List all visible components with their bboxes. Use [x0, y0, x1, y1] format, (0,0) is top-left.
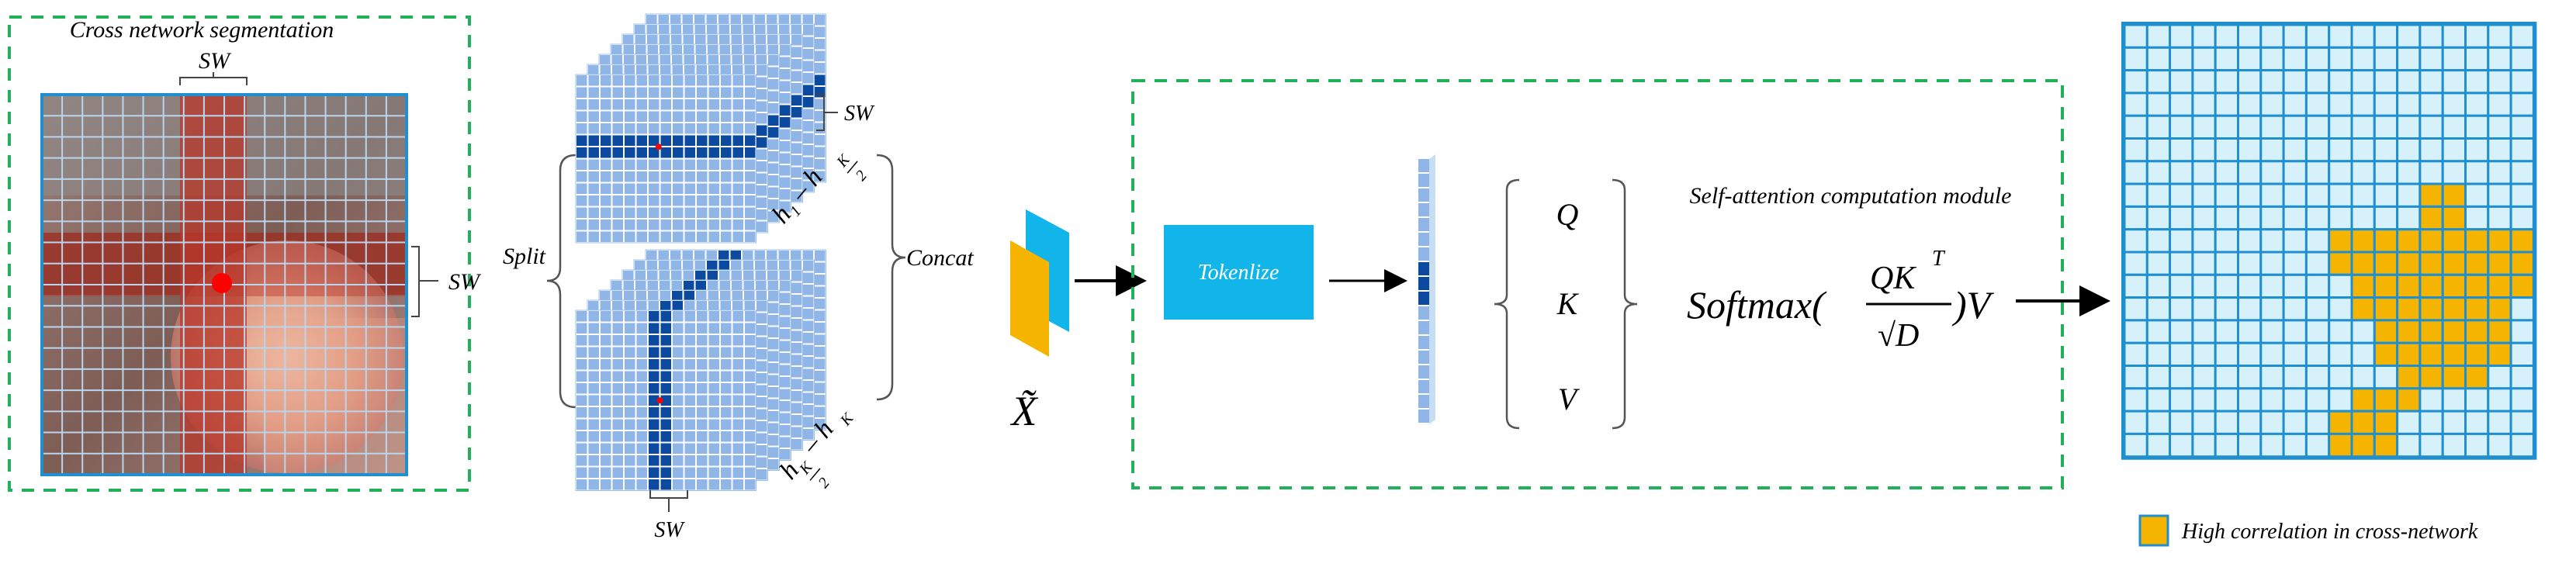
concat-label: Concat — [906, 245, 974, 271]
vertical-stripe-stack — [575, 249, 826, 491]
tokenize-box — [1164, 225, 1314, 320]
legend-text: High correlation in cross-network — [2181, 520, 2478, 544]
split-label: Split — [503, 244, 546, 269]
self-attention-panel: Tokenlize Q K V Self-attention computati… — [1131, 79, 2064, 489]
segmentation-panel: Cross network segmentation SW SW — [8, 16, 482, 492]
x-tilde-tensor: X̃ — [1010, 209, 1069, 434]
svg-text:K: K — [833, 150, 854, 171]
token-column — [1418, 154, 1435, 424]
endoscopy-image — [40, 93, 408, 476]
sw-bracket-bottom — [649, 490, 688, 499]
qkv-right-bracket — [1612, 178, 1638, 430]
svg-text:√D: √D — [1878, 318, 1919, 354]
sw-bracket-right — [411, 246, 420, 317]
segmentation-title: Cross network segmentation — [70, 17, 334, 43]
v-label: V — [1558, 382, 1581, 417]
split-bracket — [546, 154, 576, 409]
legend: High correlation in cross-network — [2138, 514, 2478, 547]
svg-text:K: K — [836, 409, 857, 429]
sw-label-top: SW — [199, 48, 232, 74]
legend-swatch — [2138, 514, 2169, 547]
horizontal-stripe-stack — [575, 13, 826, 244]
segmentation-dashed-box — [8, 16, 471, 492]
sw-label-right: SW — [448, 269, 482, 295]
q-label: Q — [1556, 197, 1579, 232]
k-label: K — [1556, 286, 1580, 321]
svg-text:2: 2 — [815, 475, 833, 492]
softmax-formula: Softmax( QK T √D )V — [1687, 247, 1995, 354]
concat-bracket — [876, 154, 906, 401]
segmentation-grid — [42, 95, 407, 475]
attention-dashed-box — [1131, 79, 2064, 489]
split-concat-panel: Split SW h₁ – h K 2 h K 2 – h K SW Conca… — [503, 13, 974, 542]
qkv-left-bracket — [1494, 178, 1520, 430]
sw-bracket-top — [179, 77, 248, 85]
self-attention-title: Self-attention computation module — [1690, 183, 2012, 209]
svg-text:2: 2 — [853, 168, 871, 185]
sw-label-bottom: SW — [654, 518, 685, 542]
svg-text:QK: QK — [1870, 261, 1916, 296]
query-point-dot — [212, 273, 232, 293]
x-tilde-label: X̃ — [1010, 388, 1039, 434]
svg-text:Softmax(: Softmax( — [1687, 283, 1827, 327]
svg-text:)V: )V — [1951, 283, 1995, 327]
correlation-output-grid — [2121, 22, 2537, 460]
tokenize-label: Tokenlize — [1198, 261, 1279, 285]
svg-text:T: T — [1932, 247, 1946, 271]
sw-label-stack: SW — [844, 102, 875, 126]
